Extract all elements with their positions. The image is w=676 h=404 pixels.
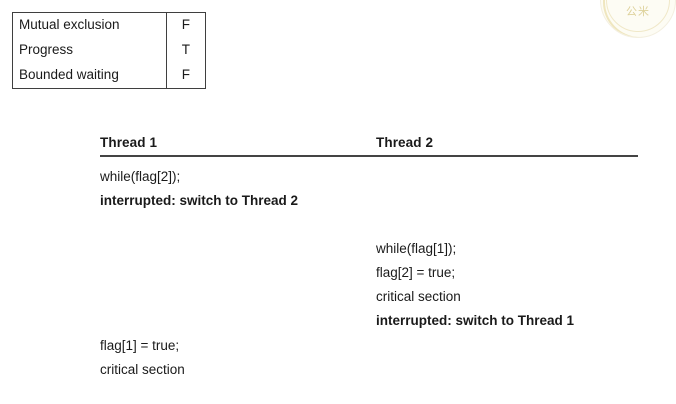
institution-seal-watermark-icon: 公米 — [600, 0, 676, 38]
table-row: Mutual exclusion F — [12, 12, 206, 38]
property-value: F — [181, 67, 190, 82]
column-header-thread-2: Thread 2 — [376, 135, 434, 150]
trace-line: critical section — [100, 362, 185, 377]
trace-line: while(flag[1]); — [376, 241, 457, 256]
trace-line: flag[1] = true; — [100, 338, 180, 353]
thread-2-step-block: while(flag[1]); flag[2] = true; critical… — [376, 237, 574, 333]
properties-table-body: Mutual exclusion F Progress T Bounded wa… — [12, 12, 206, 89]
trace-line: flag[2] = true; — [376, 265, 456, 280]
header-divider — [100, 155, 638, 157]
thread-trace-body: while(flag[2]); interrupted: switch to T… — [100, 157, 638, 387]
property-value: T — [181, 42, 190, 57]
thread-1-step-block-2: flag[1] = true; critical section — [100, 334, 185, 382]
table-row: Bounded waiting F — [12, 63, 206, 89]
property-label: Bounded waiting — [12, 63, 167, 89]
mutex-properties-table: Mutual exclusion F Progress T Bounded wa… — [12, 12, 206, 89]
trace-line: while(flag[2]); — [100, 169, 181, 184]
seal-glyphs: 公米 — [626, 5, 650, 18]
thread-trace-header: Thread 1 Thread 2 — [100, 134, 638, 155]
property-label: Progress — [12, 38, 167, 63]
property-value: F — [181, 17, 190, 32]
property-label: Mutual exclusion — [12, 12, 167, 38]
trace-line: critical section — [376, 289, 461, 304]
column-header-thread-1: Thread 1 — [100, 135, 158, 150]
thread-1-step-block-1: while(flag[2]); interrupted: switch to T… — [100, 165, 298, 213]
seal-arc — [601, 0, 675, 37]
trace-line-interrupt: interrupted: switch to Thread 2 — [100, 193, 299, 208]
table-row: Progress T — [12, 38, 206, 63]
seal-ring — [606, 0, 670, 32]
trace-line-interrupt: interrupted: switch to Thread 1 — [376, 313, 575, 328]
thread-trace-section: Thread 1 Thread 2 while(flag[2]); interr… — [100, 134, 638, 387]
